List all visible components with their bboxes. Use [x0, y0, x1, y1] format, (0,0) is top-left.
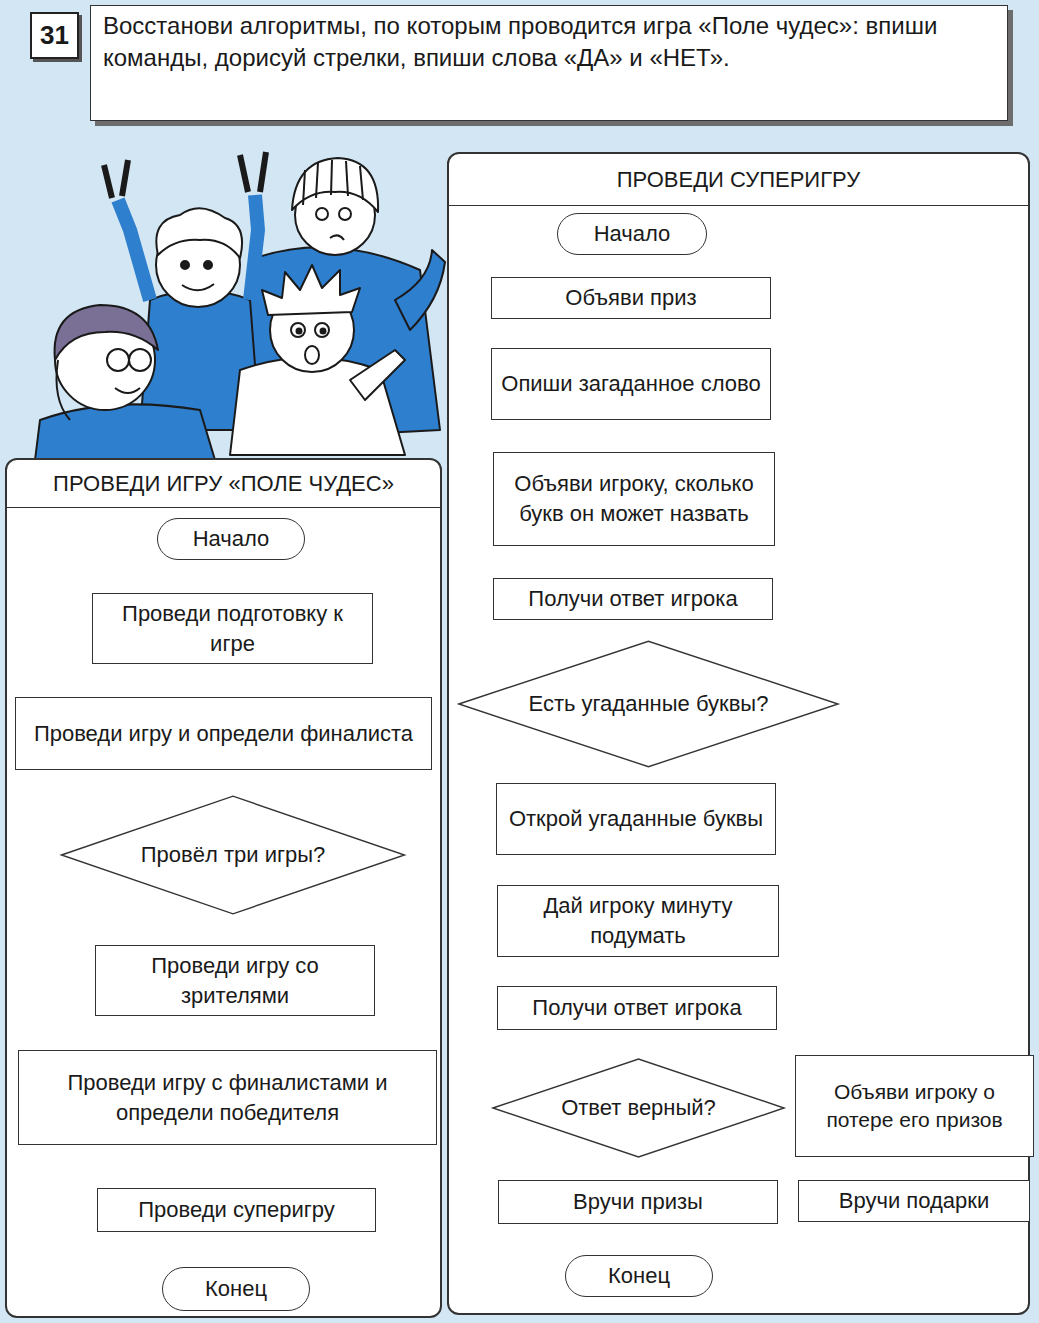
end-terminal: Конец — [565, 1255, 713, 1297]
decision-diamond: Ответ верный? — [490, 1058, 787, 1158]
process-box: Вручи подарки — [798, 1180, 1030, 1222]
node-text: Восстанови алгоритмы, по которым проводи… — [103, 10, 995, 75]
node-text: Опиши загаданное слово — [501, 369, 760, 399]
node-text: Вручи призы — [573, 1187, 703, 1217]
end-terminal: Конец — [162, 1267, 310, 1311]
start-terminal: Начало — [157, 518, 305, 560]
node-text: Проведи игру и определи финалиста — [34, 719, 413, 749]
node-text: Проведи игру с финалистами и определи по… — [27, 1068, 428, 1127]
node-text: Вручи подарки — [839, 1186, 989, 1216]
node-text: Проведи подготовку к игре — [101, 599, 364, 658]
process-box: Открой угаданные буквы — [496, 783, 776, 855]
node-text: Начало — [594, 219, 671, 249]
node-text: Получи ответ игрока — [532, 993, 741, 1023]
process-box: Вручи призы — [498, 1180, 778, 1224]
process-box: Проведи игру с финалистами и определи по… — [18, 1050, 437, 1145]
process-box: Проведи суперигру — [97, 1188, 376, 1232]
process-box: Опиши загаданное слово — [491, 348, 771, 420]
node-text: Проведи игру со зрителями — [104, 951, 366, 1010]
panel-title: ПРОВЕДИ ИГРУ «ПОЛЕ ЧУДЕС» — [53, 469, 394, 499]
node-text: Есть угаданные буквы? — [529, 689, 769, 719]
node-text: Получи ответ игрока — [528, 584, 737, 614]
start-terminal: Начало — [557, 213, 707, 255]
process-box: Получи ответ игрока — [497, 986, 777, 1030]
panel-header: ПРОВЕДИ ИГРУ «ПОЛЕ ЧУДЕС» — [7, 460, 440, 508]
process-box: Получи ответ игрока — [493, 578, 773, 620]
panel-title: ПРОВЕДИ СУПЕРИГРУ — [617, 165, 860, 195]
process-box: Объяви приз — [491, 277, 771, 319]
node-text: Дай игроку минуту подумать — [506, 891, 770, 950]
process-box: Объяви игроку, сколько букв он может наз… — [493, 452, 775, 546]
node-text: 31 — [40, 18, 69, 53]
node-text: Ответ верный? — [561, 1093, 716, 1123]
algorithm-panel: ПРОВЕДИ СУПЕРИГРУ НачалоОбъяви призОпиши … — [447, 152, 1030, 1315]
exercise-number: 31 — [30, 12, 79, 59]
process-box: Дай игроку минуту подумать — [497, 885, 779, 957]
decision-diamond: Провёл три игры? — [58, 795, 408, 915]
panel-header: ПРОВЕДИ СУПЕРИГРУ — [449, 154, 1028, 206]
instruction-box: Восстанови алгоритмы, по которым проводи… — [90, 5, 1008, 121]
process-box: Проведи игру и определи финалиста — [15, 697, 432, 770]
decision-diamond: Есть угаданные буквы? — [455, 640, 842, 768]
node-text: Проведи суперигру — [138, 1195, 334, 1225]
node-text: Открой угаданные буквы — [509, 804, 763, 834]
node-text: Конец — [608, 1261, 670, 1291]
node-text: Объяви приз — [565, 283, 696, 313]
node-text: Объяви игроку, сколько букв он может наз… — [502, 469, 766, 528]
process-box: Проведи подготовку к игре — [92, 593, 373, 664]
node-text: Конец — [205, 1274, 267, 1304]
node-text: Провёл три игры? — [141, 840, 325, 870]
node-text: Объяви игроку о потере его призов — [804, 1078, 1025, 1135]
process-box: Проведи игру со зрителями — [95, 945, 375, 1016]
process-box: Объяви игроку о потере его призов — [795, 1055, 1034, 1157]
algorithm-panel: ПРОВЕДИ ИГРУ «ПОЛЕ ЧУДЕС» НачалоПроведи п… — [5, 458, 442, 1318]
node-text: Начало — [193, 524, 270, 554]
